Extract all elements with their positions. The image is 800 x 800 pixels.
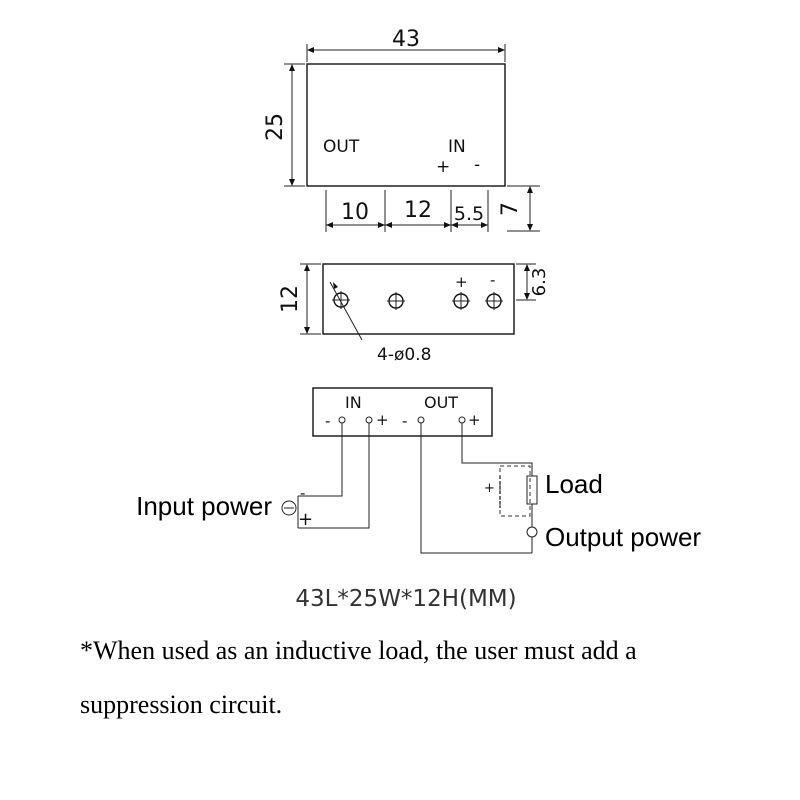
top-view: 43 25 OUT IN + - 10 12 5.5 7: [263, 27, 540, 232]
hole-spec-label: 4-ø0.8: [377, 345, 431, 365]
spacing-2-value: 12: [404, 198, 432, 223]
terminal-in-plus: [365, 416, 373, 424]
pin-hole: [452, 292, 470, 310]
wiring-in-minus: -: [325, 412, 330, 430]
pin-view-body: [322, 263, 515, 335]
pin-hole: [485, 292, 503, 310]
spacing-3-value: 5.5: [454, 203, 484, 225]
wiring-in-plus: +: [376, 411, 389, 429]
input-minus-wire: [298, 423, 343, 497]
out-label: OUT: [323, 137, 360, 157]
load-label: Load: [545, 469, 603, 499]
output-plus-wire: [461, 423, 533, 476]
terminal-out-plus: [458, 416, 466, 424]
output-power-label: Output power: [545, 522, 701, 552]
wiring-out-minus: -: [402, 412, 407, 430]
source-minus-label: -: [300, 484, 305, 502]
input-power-source-icon: [281, 500, 297, 516]
pin-hole: [387, 292, 405, 310]
dimensions-text: 43L*25W*12H(MM): [295, 586, 516, 612]
hole-leader-line: [329, 281, 363, 341]
suppression-circuit-outline: [499, 465, 531, 517]
spacing-1-value: 10: [341, 200, 369, 225]
note-line-1: *When used as an inductive load, the use…: [80, 636, 637, 665]
pin-plus-label: +: [455, 273, 468, 291]
in-minus-label: -: [474, 155, 480, 175]
offset-value: 7: [498, 202, 523, 216]
input-plus-wire: [298, 423, 370, 529]
width-value: 43: [392, 27, 420, 52]
wiring-out-plus: +: [468, 411, 481, 429]
terminal-in-minus: [338, 416, 346, 424]
pin-view: 12 6.3 + -: [278, 263, 550, 365]
height-value: 25: [263, 113, 288, 141]
output-minus-wire: [420, 423, 528, 554]
diode-sign-label: +: [484, 481, 495, 496]
pin-view-height-value: 12: [278, 285, 303, 313]
input-power-label: Input power: [136, 491, 272, 521]
source-plus-label: +: [298, 509, 313, 530]
wiring-diagram: IN OUT - + - + - + Input power + Load Ou…: [136, 387, 701, 554]
wiring-relay-body: [312, 387, 493, 437]
terminal-out-minus: [417, 416, 425, 424]
load-resistor-icon: [526, 475, 538, 505]
wiring-out-label: OUT: [424, 393, 458, 412]
note-line-2: suppression circuit.: [80, 690, 282, 719]
pin-minus-label: -: [490, 271, 495, 289]
output-power-terminal-icon: [526, 526, 538, 538]
top-view-body: [306, 63, 506, 187]
in-plus-label: +: [436, 157, 450, 177]
pin-height-value: 6.3: [529, 268, 550, 297]
wiring-in-label: IN: [345, 393, 362, 412]
pin-hole: [332, 291, 350, 309]
in-label: IN: [448, 137, 466, 157]
